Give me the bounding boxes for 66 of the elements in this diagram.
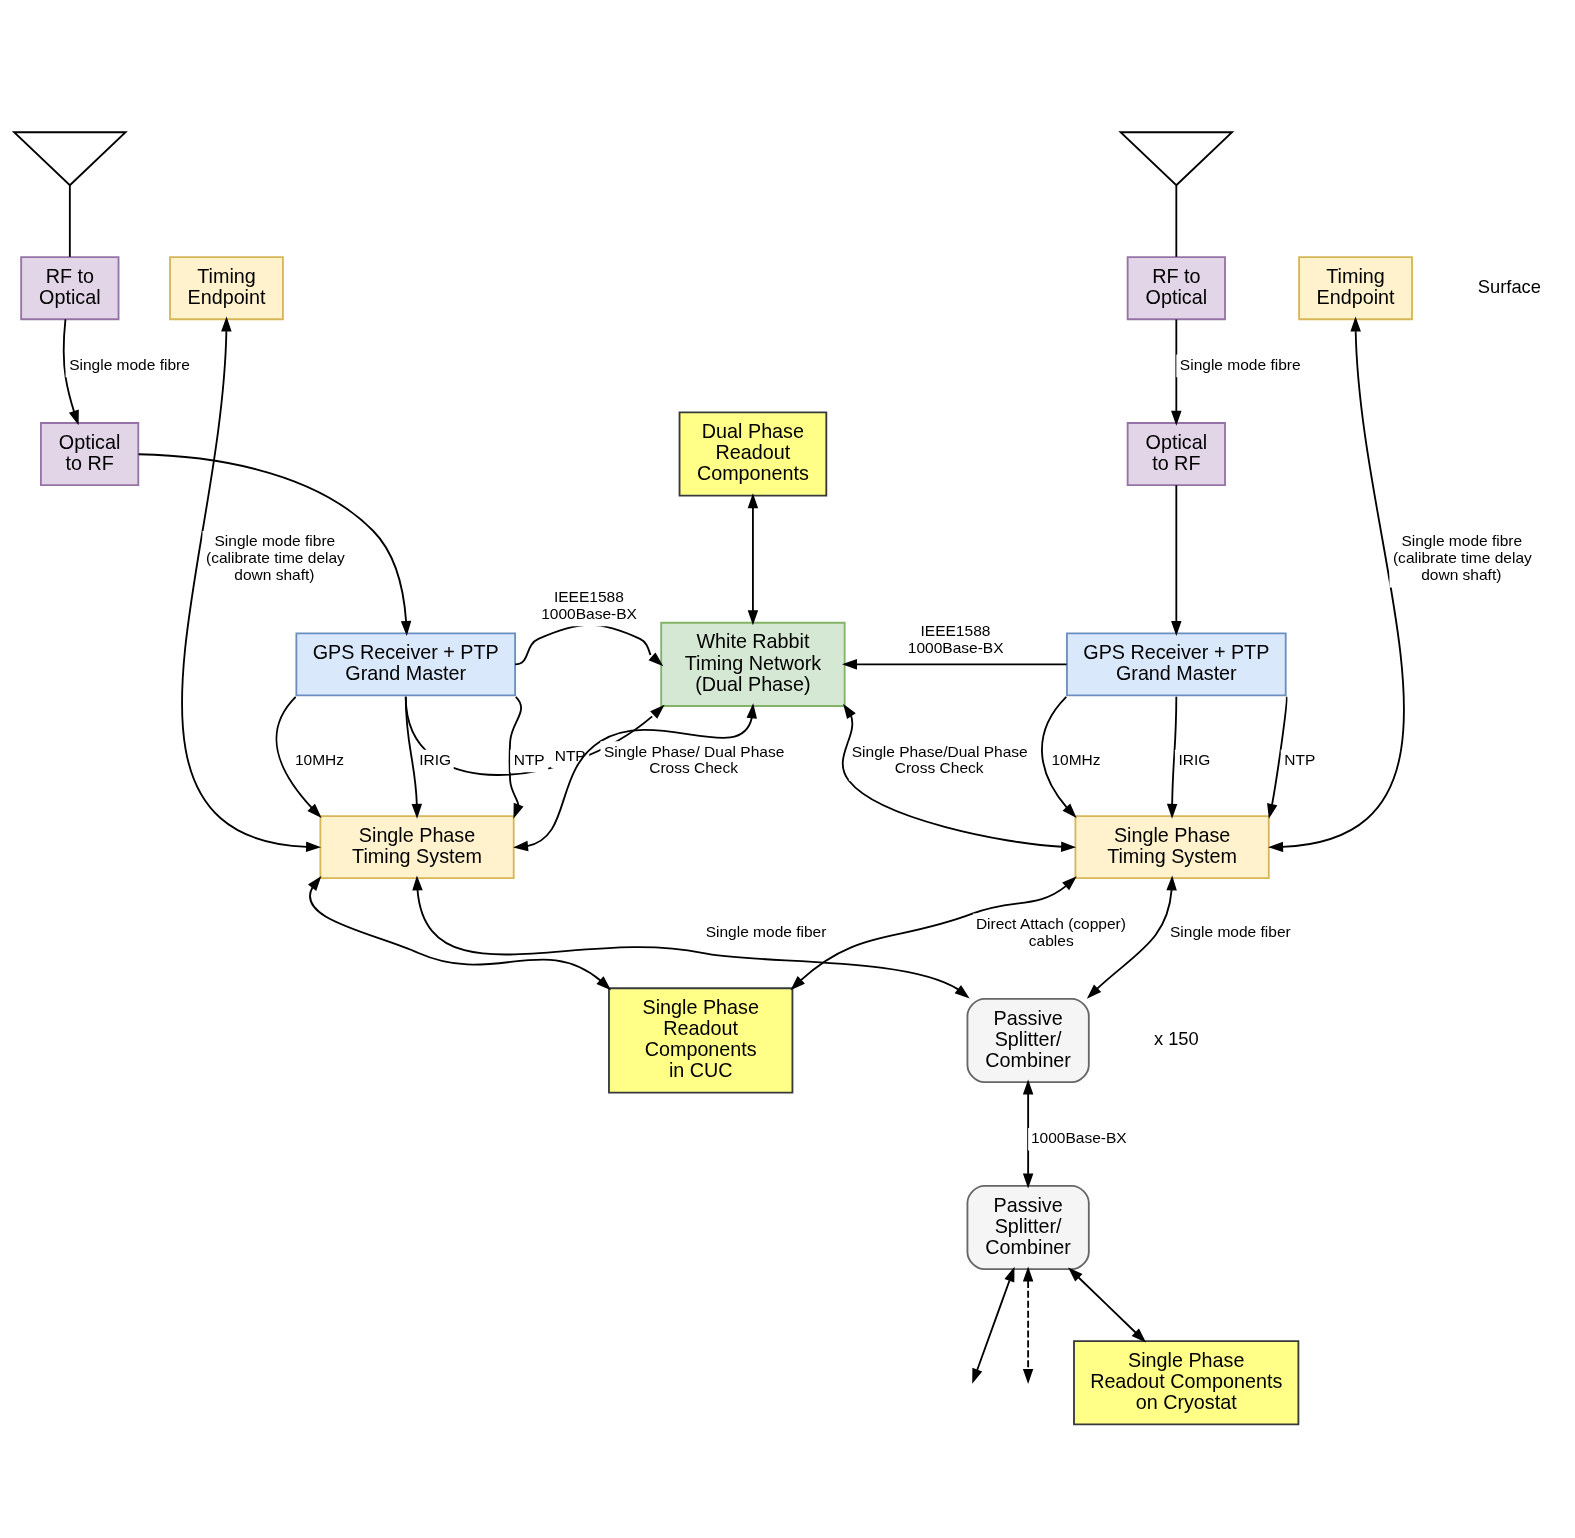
arrow <box>1068 1266 1147 1343</box>
node-box: Single Phase Readout Components in CUC <box>608 986 794 1094</box>
label: Surface <box>1477 275 1541 297</box>
edge-label: 1000Base-BX <box>1030 1128 1127 1146</box>
node-box: Optical to RF <box>40 421 140 486</box>
node-box: White Rabbit Timing Network (Dual Phase) <box>660 621 846 707</box>
arrow <box>137 452 412 636</box>
arrow <box>514 623 664 666</box>
edge-label: IRIG <box>1178 750 1211 768</box>
connector <box>1175 184 1178 258</box>
edge-label: IRIG <box>419 750 452 768</box>
edge-label: Single Phase/ Dual Phase Cross Check <box>604 742 785 776</box>
arrow <box>412 874 970 998</box>
node-box: Single Phase Timing System <box>1074 814 1270 879</box>
edge-label: Single Phase/Dual Phase Cross Check <box>851 742 1028 776</box>
node-box: RF to Optical <box>1126 255 1226 320</box>
arrow <box>181 316 321 852</box>
arrow <box>1086 874 1177 999</box>
arrow <box>747 492 759 625</box>
label: x 150 <box>1153 1027 1199 1049</box>
arrow <box>972 1266 1015 1384</box>
edge-label: NTP <box>1284 750 1316 768</box>
node-box: Timing Endpoint <box>169 255 284 320</box>
arrow <box>513 702 758 851</box>
arrow <box>1166 695 1178 819</box>
arrow <box>841 703 1077 852</box>
arrow <box>508 695 524 819</box>
arrow <box>1041 695 1077 818</box>
node-box: Passive Splitter/ Combiner <box>966 1184 1090 1270</box>
edge-label: IEEE1588 1000Base-BX <box>541 587 637 622</box>
node-box: GPS Receiver + PTP Grand Master <box>295 631 517 696</box>
arrow <box>1022 1079 1034 1188</box>
edge-label: Single mode fibre (calibrate time delay down shaft) <box>1392 531 1532 583</box>
edge-label: Single mode fiber <box>1169 922 1291 940</box>
arrow <box>275 695 322 818</box>
arrow <box>1022 1266 1034 1384</box>
edge-label: NTP <box>554 746 586 764</box>
node-box: Passive Splitter/ Combiner <box>966 997 1090 1083</box>
arrow <box>1267 695 1288 819</box>
edge-label: 10MHz <box>1051 750 1101 768</box>
node-box: GPS Receiver + PTP Grand Master <box>1066 631 1287 696</box>
arrow <box>62 317 79 425</box>
edge-label: 10MHz <box>294 750 345 768</box>
edge-label: NTP <box>513 750 545 768</box>
node-box: Single Phase Readout Components on Cryostat <box>1073 1339 1300 1425</box>
node-antenna <box>11 130 128 186</box>
node-box: RF to Optical <box>20 255 120 320</box>
node-box: Single Phase Timing System <box>319 814 515 879</box>
arrow <box>1268 316 1405 852</box>
edge-label: Single mode fibre <box>1179 355 1301 373</box>
node-box: Dual Phase Readout Components <box>678 411 828 497</box>
arrow <box>842 658 1068 670</box>
node-box: Timing Endpoint <box>1298 255 1413 320</box>
arrow <box>404 695 423 819</box>
arrow <box>308 875 611 990</box>
edge-label: Single mode fiber <box>705 922 827 940</box>
arrow <box>790 875 1077 990</box>
edge-label: IEEE1588 1000Base-BX <box>907 621 1004 656</box>
arrow <box>1171 318 1182 426</box>
edge-label: Single mode fibre (calibrate time delay down shaft) <box>206 531 345 583</box>
arrow <box>1171 483 1182 636</box>
edge-label: Single mode fibre <box>69 355 190 373</box>
node-box: Optical to RF <box>1126 421 1226 486</box>
node-antenna <box>1118 130 1235 186</box>
edge-label: Direct Attach (copper) cables <box>975 914 1126 949</box>
connector <box>68 184 71 258</box>
